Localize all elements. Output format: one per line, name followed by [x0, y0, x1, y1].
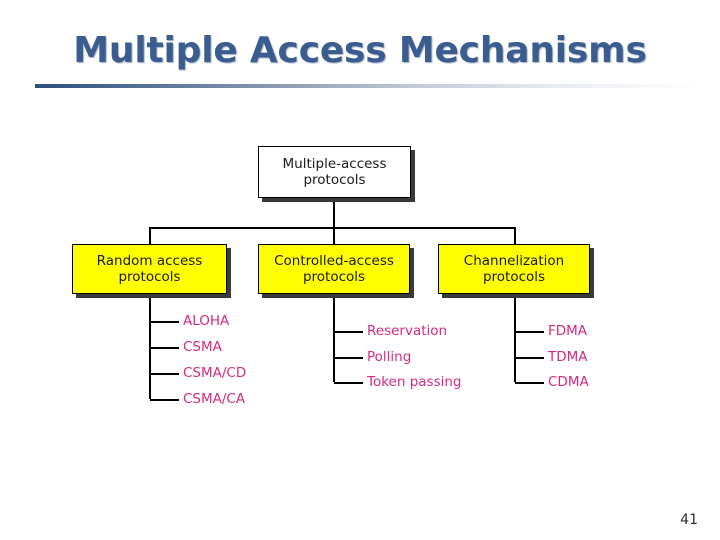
connector-horizontal-bus — [149, 227, 515, 229]
connector-tick-csma-ca — [150, 399, 179, 401]
node-label-line2: protocols — [303, 172, 366, 188]
connector-tick-tdma — [515, 357, 544, 359]
connector-root-stem — [333, 198, 335, 228]
node-channelization-protocols[interactable]: Channelization protocols — [438, 244, 590, 294]
leaf-label-csma[interactable]: CSMA — [183, 339, 222, 355]
leaf-label-fdma[interactable]: FDMA — [548, 323, 588, 339]
page-number: 41 — [680, 512, 698, 528]
connector-drop-controlled-access — [333, 227, 335, 246]
connector-stem-channelization — [514, 294, 516, 382]
connector-drop-channelization — [514, 227, 516, 246]
connector-drop-random-access — [149, 227, 151, 246]
page-title: Multiple Access Mechanisms — [73, 30, 647, 71]
connector-tick-cdma — [515, 382, 544, 384]
node-label-line2: protocols — [118, 269, 181, 285]
connector-tick-polling — [334, 357, 363, 359]
connector-stem-controlled-access — [333, 294, 335, 382]
leaf-label-cdma[interactable]: CDMA — [548, 374, 589, 390]
connector-tick-reservation — [334, 331, 363, 333]
leaf-label-csma-ca[interactable]: CSMA/CA — [183, 391, 246, 407]
title-underline-rule — [35, 84, 700, 88]
connector-tick-csma-cd — [150, 373, 179, 375]
connector-tick-fdma — [515, 331, 544, 333]
node-random-access-protocols[interactable]: Random access protocols — [72, 244, 227, 294]
node-controlled-access-protocols[interactable]: Controlled-access protocols — [258, 244, 410, 294]
node-label-line1: Controlled-access — [274, 253, 394, 269]
connector-tick-aloha — [150, 321, 179, 323]
leaf-label-token-passing[interactable]: Token passing — [367, 374, 462, 390]
leaf-label-aloha[interactable]: ALOHA — [183, 313, 230, 329]
connector-stem-random-access — [149, 294, 151, 399]
connector-tick-csma — [150, 347, 179, 349]
node-label-line1: Multiple-access — [282, 156, 387, 172]
leaf-label-reservation[interactable]: Reservation — [367, 323, 448, 339]
connector-tick-token-passing — [334, 382, 363, 384]
node-label-line2: protocols — [302, 269, 366, 285]
node-label-line2: protocols — [482, 269, 546, 285]
node-label-line1: Channelization — [463, 253, 565, 269]
leaf-label-tdma[interactable]: TDMA — [548, 349, 588, 365]
node-multiple-access-protocols[interactable]: Multiple-access protocols — [258, 146, 411, 198]
leaf-label-csma-cd[interactable]: CSMA/CD — [183, 365, 247, 381]
node-label-line1: Random access — [96, 253, 203, 269]
leaf-label-polling[interactable]: Polling — [367, 349, 412, 365]
